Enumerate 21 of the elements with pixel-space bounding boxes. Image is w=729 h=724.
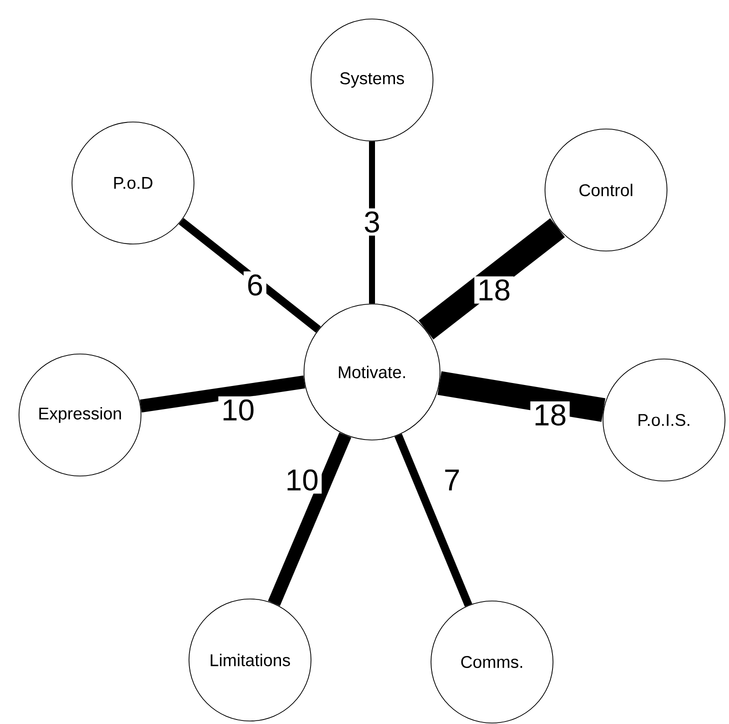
edge-label: 3	[360, 208, 384, 236]
connector	[268, 432, 352, 606]
connector	[438, 371, 606, 422]
edge-label: 18	[474, 276, 514, 304]
edge-label: 6	[244, 271, 266, 299]
edge-label: 7	[440, 466, 464, 494]
circle-node: Systems	[310, 18, 434, 142]
circle-node: Limitations	[188, 598, 312, 722]
circle-node: Comms.	[430, 600, 554, 724]
connector	[418, 218, 565, 340]
circle-node: Control	[544, 128, 668, 252]
connector	[140, 376, 306, 412]
edge-label: 18	[530, 401, 570, 429]
connector	[178, 218, 321, 333]
edge-label: 10	[282, 466, 322, 494]
circle-node: Motivate.	[304, 304, 440, 440]
circle-node: P.o.D	[72, 122, 194, 244]
circle-node: Expression	[18, 354, 142, 476]
circle-node: P.o.I.S.	[602, 358, 726, 482]
edge-label: 10	[218, 396, 258, 424]
connector	[394, 434, 472, 607]
